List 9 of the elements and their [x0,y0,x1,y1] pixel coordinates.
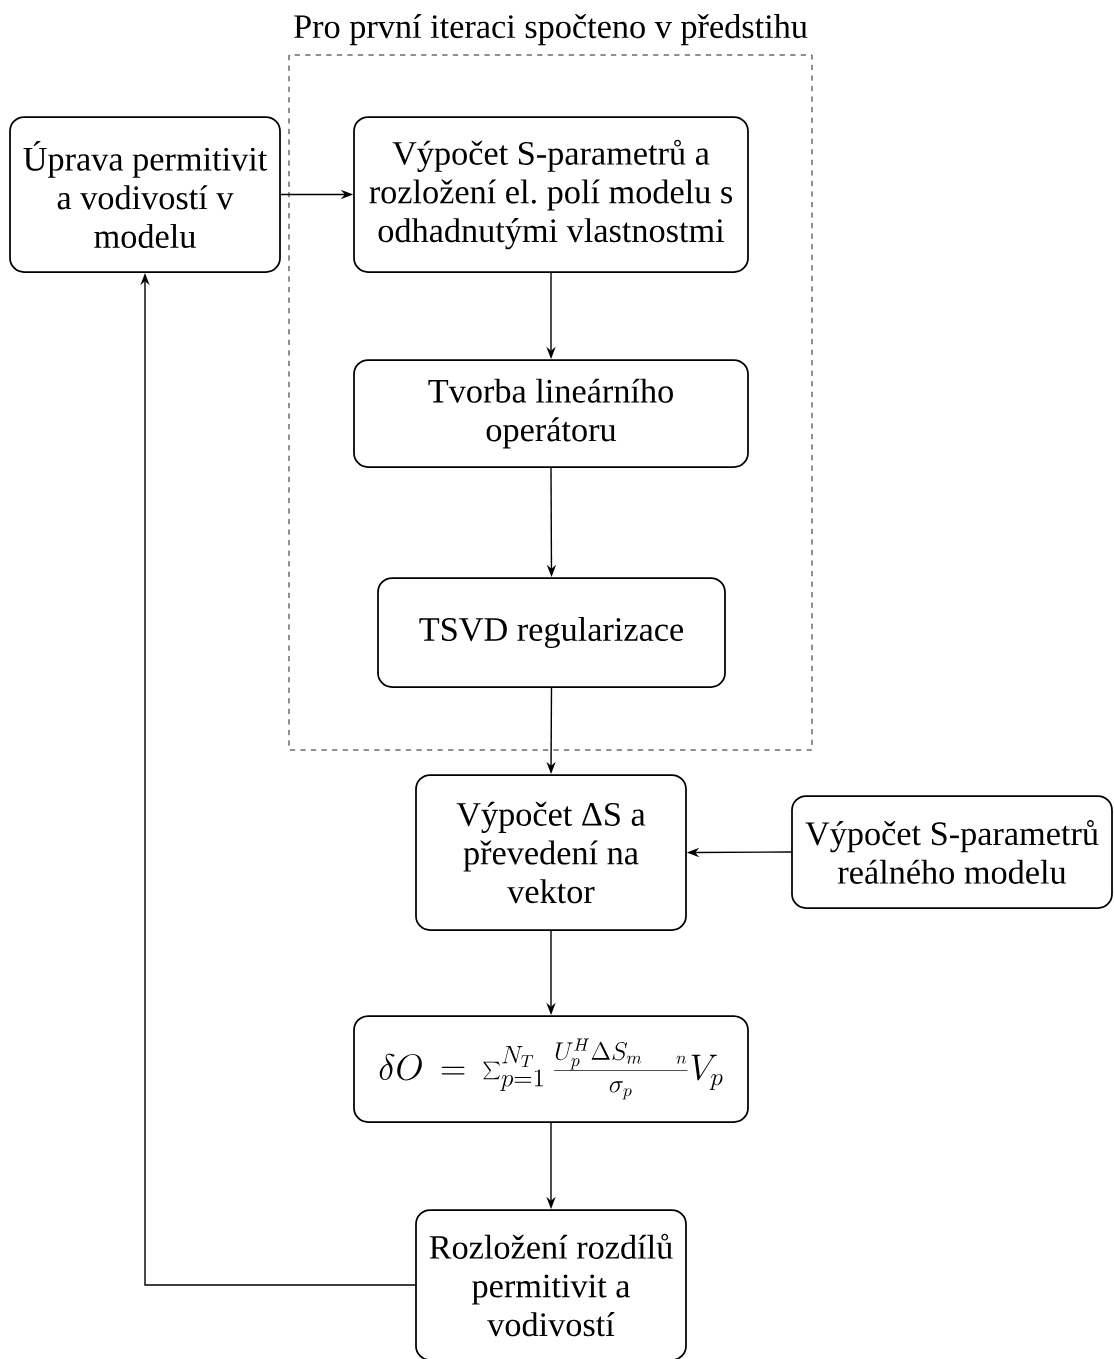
process-box: Rozložení rozdílů permitivit a vodivostí [415,1209,687,1359]
process-box: TSVD regularizace [377,577,726,688]
process-box: Tvorba lineárního operátoru [353,359,749,468]
process-box: Výpočet ΔS a převedení na vektor [415,774,687,931]
formula-box: $\delta O\,=\,\sum_{p=1}^{N_T}\frac{U_p^H\Delta S_{m\quad n}}{\sigma_p}V_p$ [353,1015,749,1123]
process-box: Úprava permitivit a vodivostí v modelu [9,116,281,273]
process-box: Výpočet S-parametrů a rozložení el. polí modelu s odhadnutými vlastnostmi [353,116,749,273]
process-box: Výpočet S-parametrů reálného modelu [791,795,1113,909]
node-label: Pro první iteraci spočteno v předstihu [294,14,808,46]
